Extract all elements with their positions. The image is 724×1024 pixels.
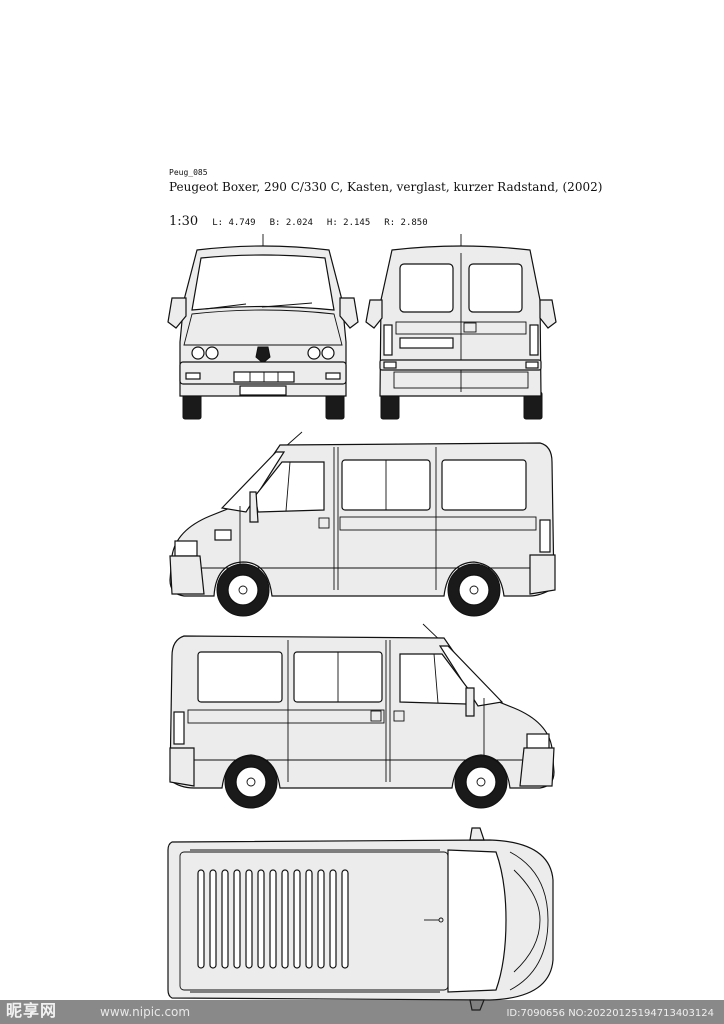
width-dimension: B: 2.024 [269, 218, 313, 228]
height-dimension: H: 2.145 [326, 218, 371, 228]
watermark-bar: 昵享网 www.nipic.com ID:7090656 NO:20220125… [0, 1000, 724, 1024]
right-side-view-drawing [169, 623, 555, 809]
scale-label: 1:30 [169, 214, 199, 229]
rear-view-drawing [365, 234, 557, 420]
roof-rib [293, 869, 301, 969]
roof-rib [257, 869, 265, 969]
top-view-drawing [167, 827, 554, 1011]
watermark-url: www.nipic.com [100, 1005, 191, 1019]
roof-ribs [197, 869, 349, 969]
roof-rib [197, 869, 205, 969]
drawing-title: Peugeot Boxer, 290 C/330 C, Kasten, verg… [169, 180, 603, 194]
roof-rib [305, 869, 313, 969]
watermark-logo: 昵享网 [6, 1001, 58, 1020]
roof-rib [329, 869, 337, 969]
roof-rib [281, 869, 289, 969]
roof-rib [245, 869, 253, 969]
roof-rib [269, 869, 277, 969]
scale-row: 1:30 L: 4.749 B: 2.024 H: 2.145 R: 2.850 [169, 214, 428, 229]
length-dimension: L: 4.749 [212, 218, 256, 228]
roof-rib [233, 869, 241, 969]
roof-rib [317, 869, 325, 969]
drawing-code: Peug_085 [169, 168, 208, 177]
watermark-id: ID:7090656 NO:20220125194713403124 [506, 1008, 714, 1019]
roof-rib [221, 869, 229, 969]
front-view-drawing [167, 234, 359, 420]
roof-rib [209, 869, 217, 969]
wheelbase-dimension: R: 2.850 [384, 218, 428, 228]
roof-rib [341, 869, 349, 969]
left-side-view-drawing [169, 431, 556, 617]
